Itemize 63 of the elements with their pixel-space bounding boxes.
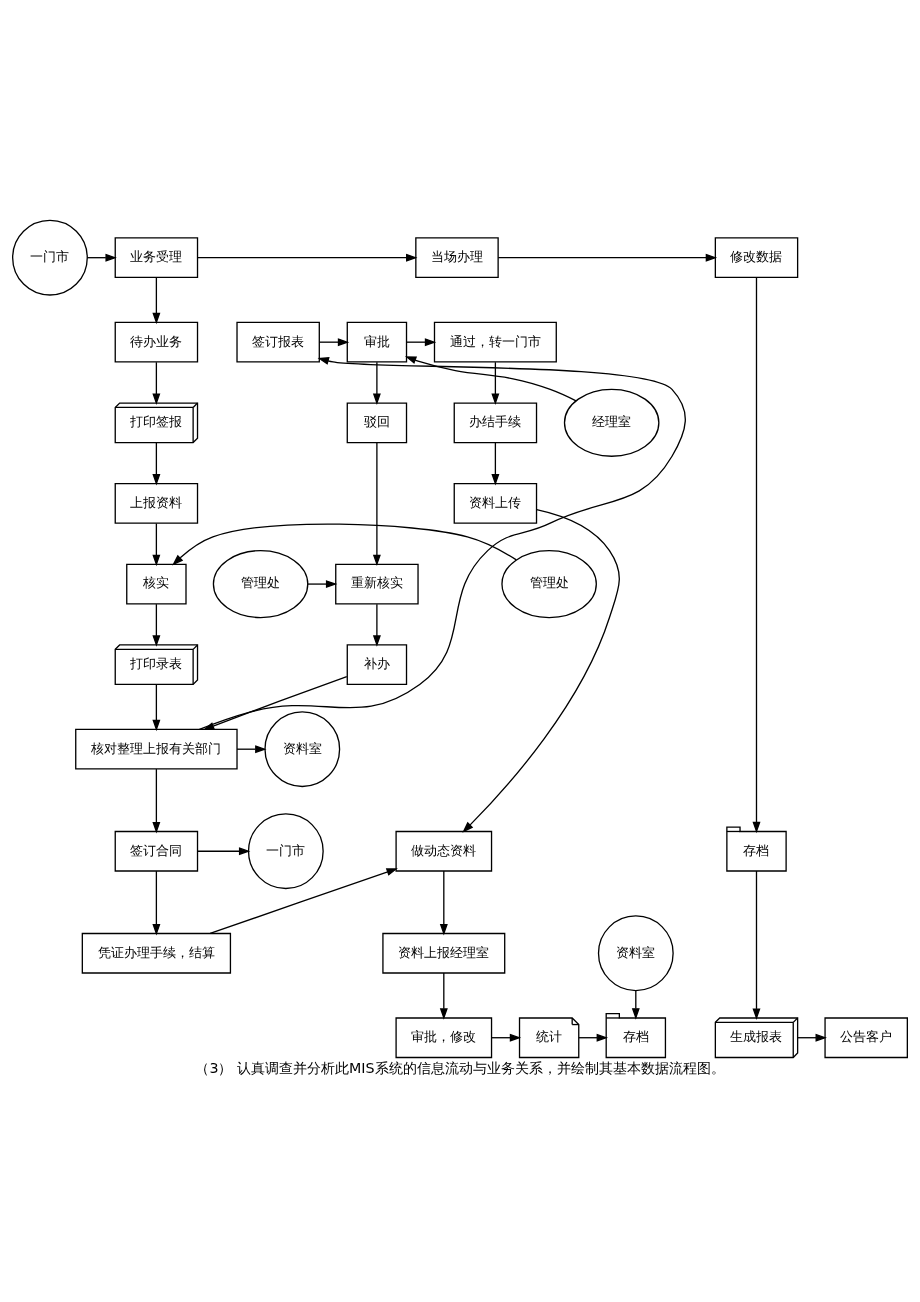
arrow: [491, 442, 500, 486]
node-box: 办结手续: [453, 402, 538, 444]
node-box: 签订合同: [114, 830, 199, 872]
node-box: 资料上传: [453, 483, 538, 524]
node-box: 资料上报经理室: [382, 932, 506, 974]
node-box: 签订报表: [236, 321, 320, 363]
node-ellipse: 经理室: [563, 388, 660, 457]
node-box: 业务受理: [114, 237, 199, 279]
arrow: [152, 276, 161, 325]
arrow: [497, 253, 718, 262]
arrow: [209, 868, 398, 935]
node-circle: 一门市: [247, 813, 324, 890]
arrow: [152, 603, 161, 647]
node-ellipse: 管理处: [501, 549, 597, 619]
arrow: [152, 870, 161, 936]
arrow: [197, 847, 251, 856]
arrow: [152, 768, 161, 834]
arrow: [406, 338, 437, 347]
node-box: 上报资料: [114, 483, 199, 524]
arrow: [372, 361, 381, 405]
arrow: [372, 442, 381, 567]
node-circle: 资料室: [264, 711, 341, 788]
node-box: 核对整理上报有关部门: [75, 728, 238, 770]
arrow: [307, 580, 338, 589]
node-circle: 一门市: [12, 219, 88, 296]
node-box: 做动态资料: [395, 830, 493, 872]
arrow: [491, 1033, 522, 1042]
arrow: [236, 745, 267, 754]
arrow: [439, 972, 448, 1020]
node-box: 当场办理: [415, 237, 499, 279]
node-box: 核实: [126, 563, 187, 605]
arrow: [462, 508, 620, 833]
arrow: [198, 357, 686, 731]
arrow: [172, 523, 517, 566]
arrow: [796, 1033, 827, 1042]
arrow: [491, 361, 500, 405]
arrow: [578, 1033, 609, 1042]
caption: （3） 认真调查并分析此MIS系统的信息流动与业务关系，并绘制其基本数据流程图。: [195, 1060, 725, 1077]
node-box: 重新核实: [335, 563, 419, 605]
arrow: [152, 522, 161, 567]
arrow: [152, 361, 161, 405]
arrow: [752, 870, 761, 1020]
arrow: [202, 676, 348, 731]
arrow: [752, 277, 761, 834]
arrow: [152, 683, 161, 732]
node-box: 审批，修改: [395, 1017, 493, 1059]
arrow: [404, 356, 577, 402]
node-box: 驳回: [346, 402, 408, 444]
arrow: [318, 338, 350, 347]
node-box: 凭证办理手续，结算: [81, 932, 232, 974]
node-box: 审批: [346, 321, 408, 363]
node-box: 修改数据: [714, 237, 799, 279]
node-box: 待办业务: [114, 321, 199, 363]
arrow: [86, 253, 117, 262]
arrow: [197, 253, 418, 262]
node-box: 补办: [346, 644, 408, 686]
node-box: 通过，转一门市: [433, 321, 557, 363]
arrow: [439, 870, 448, 936]
node-box: 公告客户: [824, 1017, 908, 1059]
node-circle: 资料室: [597, 915, 674, 992]
arrow: [152, 442, 161, 486]
arrow: [372, 603, 381, 647]
node-ellipse: 管理处: [212, 549, 309, 619]
